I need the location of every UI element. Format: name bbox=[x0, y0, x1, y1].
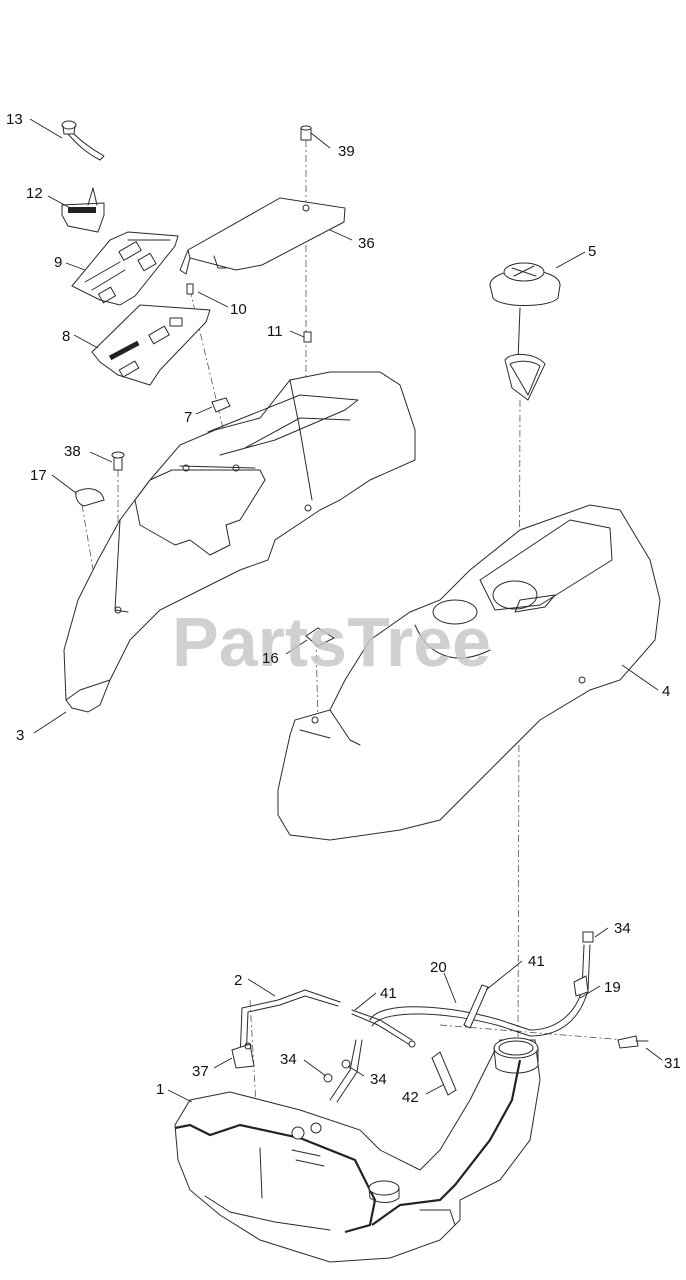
part-12-bracket bbox=[61, 187, 105, 233]
part-9-plate bbox=[71, 231, 179, 306]
callout-labels: 13 39 12 36 9 5 10 11 8 7 38 17 16 4 3 3… bbox=[6, 111, 681, 1106]
callout-42: 42 bbox=[402, 1089, 419, 1106]
part-16-pad bbox=[305, 627, 336, 647]
part-2-rod bbox=[231, 989, 341, 1069]
callout-2: 2 bbox=[234, 972, 242, 989]
callout-8: 8 bbox=[62, 328, 70, 345]
part-5-fuel-cap bbox=[489, 262, 561, 401]
callout-19: 19 bbox=[604, 979, 621, 996]
callout-31: 31 bbox=[664, 1055, 681, 1072]
callout-37: 37 bbox=[192, 1063, 209, 1080]
part-36-cover bbox=[179, 197, 346, 275]
callout-36: 36 bbox=[358, 235, 375, 252]
callout-39: 39 bbox=[338, 143, 355, 160]
callout-11: 11 bbox=[267, 323, 283, 340]
fuel-lines bbox=[323, 931, 649, 1103]
callout-4: 4 bbox=[662, 683, 670, 700]
callout-34-right: 34 bbox=[370, 1071, 387, 1088]
callout-3: 3 bbox=[16, 727, 24, 744]
callout-12: 12 bbox=[26, 185, 43, 202]
fasteners-top bbox=[111, 125, 312, 471]
part-1-fuel-tank bbox=[174, 1037, 541, 1263]
part-4-body bbox=[277, 504, 661, 841]
callout-38: 38 bbox=[64, 443, 81, 460]
callout-20: 20 bbox=[430, 959, 447, 976]
callout-7: 7 bbox=[184, 409, 192, 426]
callout-1: 1 bbox=[156, 1081, 164, 1098]
callout-10: 10 bbox=[230, 301, 247, 318]
callout-34-left: 34 bbox=[280, 1051, 297, 1068]
callout-13: 13 bbox=[6, 111, 23, 128]
callout-34-top: 34 bbox=[614, 920, 631, 937]
callout-41-left: 41 bbox=[380, 985, 397, 1002]
part-8-plate bbox=[91, 304, 211, 386]
part-13-cap bbox=[61, 120, 105, 161]
leader-lines bbox=[29, 118, 663, 1103]
part-17-pad bbox=[75, 488, 105, 507]
callout-16: 16 bbox=[262, 650, 279, 667]
callout-5: 5 bbox=[588, 243, 596, 260]
callout-9: 9 bbox=[54, 254, 62, 271]
callout-41-right: 41 bbox=[528, 953, 545, 970]
watermark: PartsTree bbox=[172, 603, 491, 681]
part-3-console bbox=[63, 371, 416, 713]
callout-17: 17 bbox=[30, 467, 47, 484]
